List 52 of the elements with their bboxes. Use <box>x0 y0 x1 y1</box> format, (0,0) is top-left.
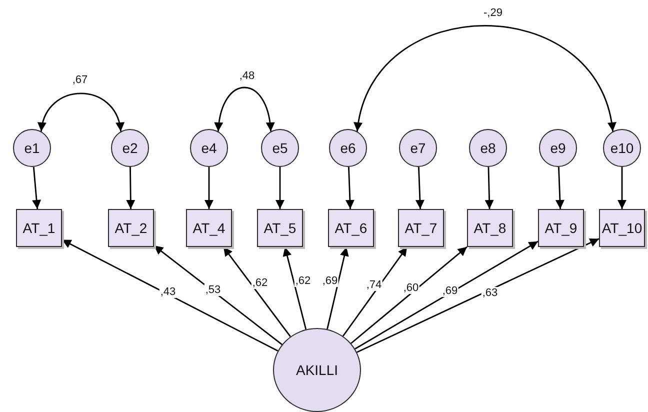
arrow <box>484 166 494 210</box>
edge-label: ,63 <box>481 287 499 299</box>
arrow <box>276 167 284 209</box>
edge-label: ,62 <box>251 277 269 289</box>
error-term-circle: e1 <box>13 129 51 167</box>
arrow <box>326 246 349 330</box>
error-term-circle: e10 <box>603 129 641 167</box>
indicator-box: AT_2 <box>108 209 154 247</box>
arrow <box>618 167 626 209</box>
indicator-box: AT_10 <box>599 209 645 247</box>
arrow <box>154 245 282 346</box>
indicator-box: AT_9 <box>538 209 584 247</box>
error-term-circle: e5 <box>261 129 299 167</box>
arrow <box>62 239 278 352</box>
indicator-box: AT_1 <box>16 209 62 247</box>
indicator-box: AT_6 <box>328 209 374 247</box>
indicator-box: AT_7 <box>398 209 444 247</box>
arrow <box>282 246 307 330</box>
error-term-circle: e2 <box>111 129 149 167</box>
indicator-box: AT_4 <box>186 209 232 247</box>
edge-label: ,62 <box>294 275 312 287</box>
arrow <box>222 246 291 337</box>
arrow <box>415 166 424 210</box>
edge-label: -,29 <box>482 7 504 19</box>
covariance-arrow <box>38 92 124 132</box>
indicator-box: AT_8 <box>467 209 513 247</box>
arrow <box>126 167 136 209</box>
covariance-arrow <box>354 25 616 132</box>
edge-label: ,74 <box>365 279 383 291</box>
edge-label: ,67 <box>71 74 89 86</box>
error-term-circle: e8 <box>469 129 507 167</box>
edge-label: ,69 <box>441 285 459 297</box>
arrow <box>345 166 354 210</box>
arrow <box>555 166 564 210</box>
arrow <box>32 166 42 210</box>
indicator-box: AT_5 <box>257 209 303 247</box>
arrow <box>354 240 538 350</box>
arrow <box>342 246 408 337</box>
error-term-circle: e4 <box>190 129 228 167</box>
edge-label: ,48 <box>238 70 256 82</box>
error-term-circle: e9 <box>539 129 577 167</box>
error-term-circle: e7 <box>399 129 437 167</box>
arrow <box>356 238 600 353</box>
edge-label: ,60 <box>402 282 420 294</box>
latent-variable-circle: AKILLI <box>273 328 361 412</box>
edge-label: ,69 <box>321 275 339 287</box>
arrow <box>204 167 214 209</box>
covariance-arrow <box>214 86 274 132</box>
edge-label: ,53 <box>204 284 222 296</box>
arrow <box>350 246 468 344</box>
error-term-circle: e6 <box>329 129 367 167</box>
edge-label: ,43 <box>159 286 177 298</box>
